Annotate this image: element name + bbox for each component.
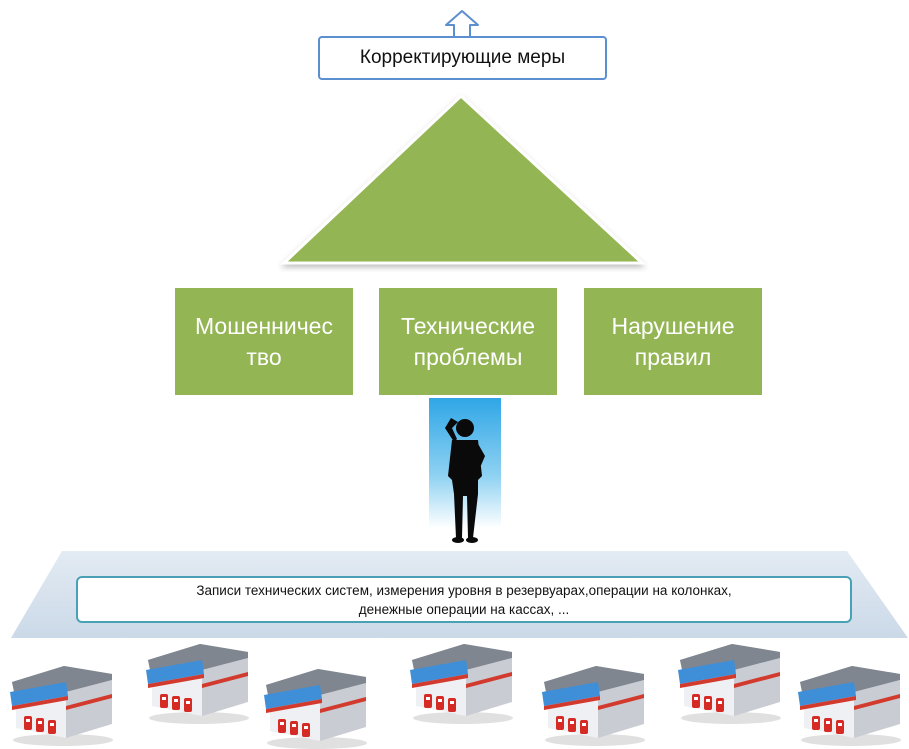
triangle-shape [280,93,646,265]
up-arrow-icon [445,10,479,38]
gas-station-icon [678,644,781,724]
gas-station-icon [798,666,901,746]
category-violation-line1: Нарушение [611,312,735,339]
category-fraud-line2: тво [246,343,282,370]
category-violation: Нарушение правил [584,288,762,395]
category-technical: Технические проблемы [379,288,557,395]
category-fraud-line1: Мошенничес [195,312,333,339]
gas-station-icon [146,644,249,724]
category-violation-line2: правил [634,343,712,370]
records-box: Записи технических систем, измерения уро… [76,576,852,623]
gas-station-icon [410,644,513,724]
corrective-measures-label: Корректирующие меры [359,47,566,68]
gas-station-icon [10,666,113,746]
records-line2: денежные операции на кассах, ... [358,601,570,617]
corrective-measures-box: Корректирующие меры [318,36,607,80]
category-technical-line1: Технические [400,312,536,339]
gas-station-icon [264,669,367,749]
category-technical-line2: проблемы [413,343,523,370]
category-fraud: Мошенничес тво [175,288,353,395]
thinking-person-icon [429,398,501,543]
gas-station-icon [542,666,645,746]
records-line1: Записи технических систем, измерения уро… [196,582,732,598]
